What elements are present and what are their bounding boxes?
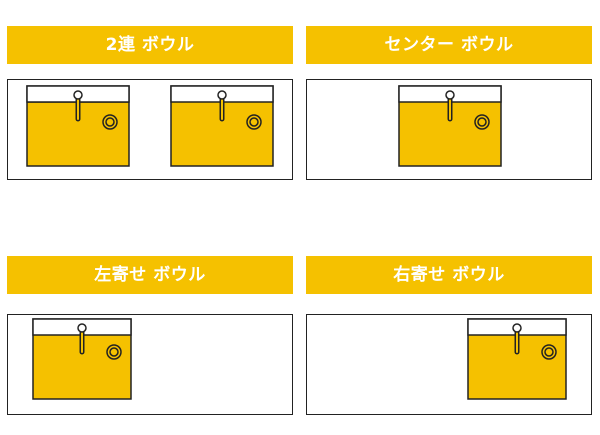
countertop bbox=[306, 314, 592, 415]
countertop bbox=[7, 314, 293, 415]
sink-bowl bbox=[467, 318, 567, 400]
panel-title: 左寄せ ボウル bbox=[7, 256, 293, 294]
countertop bbox=[7, 79, 293, 180]
sink-bowl bbox=[32, 318, 132, 400]
sink-bowl bbox=[170, 85, 274, 167]
sink-illustration bbox=[32, 318, 132, 400]
panel-title: センター ボウル bbox=[306, 26, 592, 64]
panel-title: 右寄せ ボウル bbox=[306, 256, 592, 294]
sink-illustration bbox=[398, 85, 502, 167]
sink-illustration bbox=[467, 318, 567, 400]
sink-bowl bbox=[398, 85, 502, 167]
panel-title: 2連 ボウル bbox=[7, 26, 293, 64]
sink-bowl bbox=[26, 85, 130, 167]
sink-illustration bbox=[26, 85, 274, 167]
countertop bbox=[306, 79, 592, 180]
